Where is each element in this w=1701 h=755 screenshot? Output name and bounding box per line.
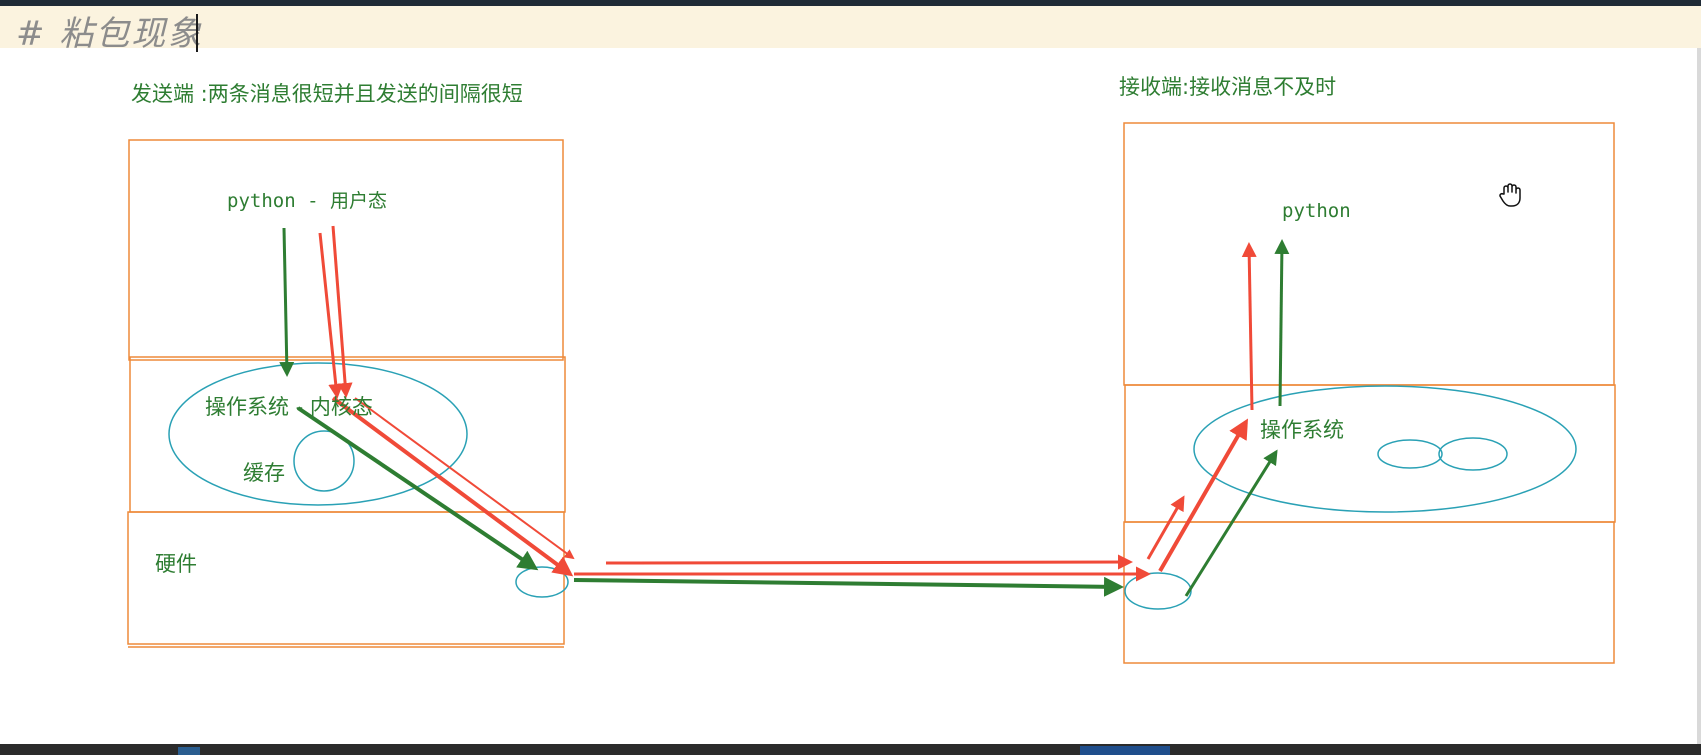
taskbar-strip bbox=[0, 744, 1701, 755]
sender-green-arrow-down bbox=[279, 227, 295, 377]
sender-kernel-layer-label: 操作系统 - 内核态 bbox=[205, 395, 373, 419]
taskbar-item-active[interactable] bbox=[1080, 746, 1170, 755]
taskbar-item[interactable] bbox=[178, 747, 200, 755]
sender-user-box bbox=[128, 139, 564, 361]
sender-red-arrow-to-nic-2 bbox=[354, 397, 575, 560]
sender-hardware-label: 硬件 bbox=[155, 552, 197, 576]
sender-caption: 发送端 :两条消息很短并且发送的间隔很短 bbox=[131, 82, 523, 106]
receiver-os-layer-label: 操作系统 bbox=[1260, 418, 1344, 442]
sender-user-layer-label: python - 用户态 bbox=[227, 190, 387, 212]
receiver-nic-ellipse bbox=[1124, 572, 1192, 610]
sender-kernel-box bbox=[129, 356, 566, 513]
window-top-strip bbox=[0, 0, 1701, 6]
sender-cache-label: 缓存 bbox=[243, 461, 285, 485]
receiver-user-box bbox=[1123, 122, 1615, 386]
hand-grab-icon bbox=[1499, 183, 1521, 207]
receiver-green-arrow-up bbox=[1184, 449, 1278, 597]
text-caret bbox=[196, 14, 198, 52]
receiver-buffer-ellipse-b bbox=[1438, 437, 1508, 471]
receiver-red-arrow-up bbox=[1158, 418, 1248, 572]
sender-red-arrow-down-2 bbox=[331, 225, 353, 398]
sender-nic-ellipse bbox=[515, 566, 569, 598]
receiver-user-layer-label: python bbox=[1282, 200, 1351, 222]
receiver-buffer-ellipse-a bbox=[1377, 439, 1443, 469]
sender-hardware-box bbox=[127, 511, 565, 645]
receiver-green-arrow-to-python bbox=[1274, 239, 1290, 407]
receiver-os-ellipse bbox=[1193, 385, 1577, 513]
receiver-red-arrow-short bbox=[1146, 495, 1185, 560]
sender-green-arrow-to-nic bbox=[296, 406, 539, 571]
scrollbar-track[interactable] bbox=[1697, 48, 1701, 748]
page-heading: # 粘包现象 bbox=[16, 14, 204, 54]
sender-red-arrow-down-1 bbox=[318, 232, 344, 399]
receiver-hardware-box bbox=[1123, 521, 1615, 664]
transfer-green-arrow bbox=[573, 576, 1124, 597]
sender-cache-circle bbox=[293, 430, 355, 492]
receiver-red-arrow-to-python bbox=[1241, 242, 1257, 411]
sender-kernel-ellipse bbox=[168, 362, 468, 506]
sender-red-arrow-to-nic-1 bbox=[331, 396, 574, 577]
heading-band: # 粘包现象 bbox=[0, 6, 1701, 54]
receiver-caption: 接收端:接收消息不及时 bbox=[1119, 75, 1337, 99]
transfer-red-arrow-1 bbox=[605, 554, 1133, 570]
